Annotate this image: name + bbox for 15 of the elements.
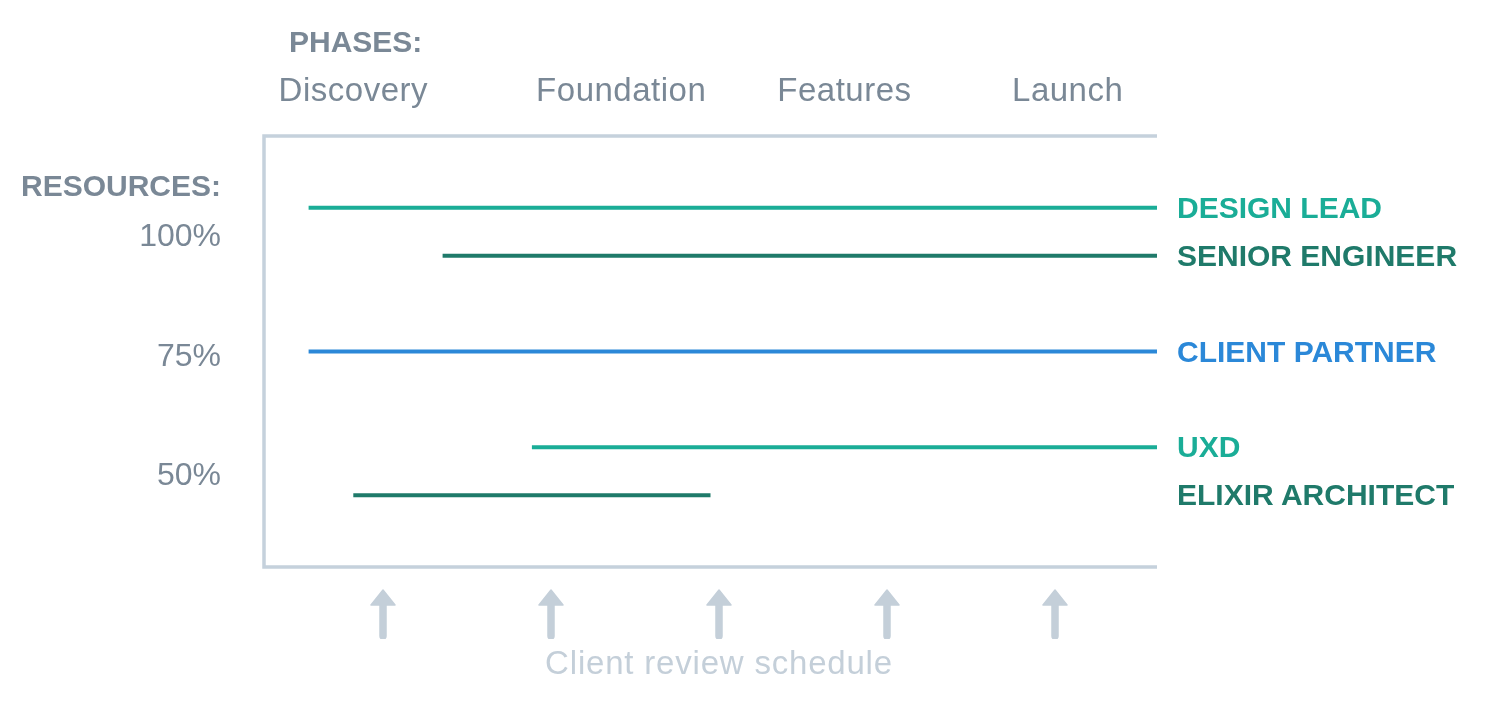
axis-tick-label: 50% — [156, 455, 221, 493]
series-label: DESIGN LEAD — [1177, 190, 1383, 226]
axis-tick-label: Discovery — [278, 71, 428, 109]
annotation-text: Client review schedule — [545, 644, 893, 682]
series-label: SENIOR ENGINEER — [1177, 238, 1458, 273]
series-label: UXD — [1177, 430, 1241, 465]
axis-tick-label: Launch — [1012, 71, 1124, 109]
axis-tick-label: 75% — [156, 336, 221, 373]
axis-title: RESOURCES: — [20, 168, 221, 204]
series-label: CLIENT PARTNER — [1177, 334, 1437, 369]
axis-title: PHASES: — [289, 24, 423, 60]
axis-tick-label: 100% — [139, 216, 221, 254]
axis-tick-label: Foundation — [536, 71, 707, 109]
series-label: ELIXIR ARCHITECT — [1177, 477, 1455, 513]
axis-tick-label: Features — [777, 71, 912, 109]
